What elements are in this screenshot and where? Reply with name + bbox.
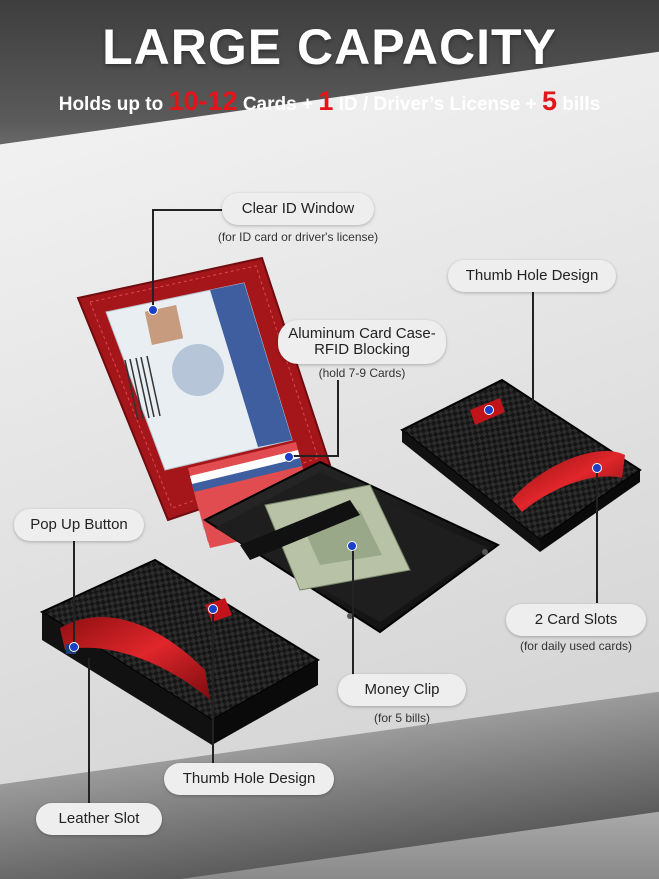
leader-aluminum-v	[337, 380, 339, 455]
callout-pop-up-button: Pop Up Button	[14, 509, 144, 541]
leader-money-clip-v	[352, 545, 354, 690]
note-money-clip: (for 5 bills)	[373, 711, 430, 725]
leader-thumb-top	[532, 290, 534, 410]
marker-money-clip	[347, 541, 357, 551]
subheadline: Holds up to 10-12 Cards + 1 ID / Driver’…	[58, 86, 601, 116]
note-aluminum: (hold 7-9 Cards)	[318, 366, 406, 380]
callout-aluminum-label: Aluminum Card Case- RFID Blocking	[288, 324, 436, 358]
leader-thumb-bottom	[212, 610, 214, 768]
leader-pop-up	[73, 540, 75, 645]
leader-leather	[88, 658, 90, 803]
leader-clear-id-h	[152, 209, 236, 211]
callout-leather-label: Leather Slot	[58, 809, 140, 827]
note-clear-id: (for ID card or driver's license)	[217, 230, 379, 244]
leader-aluminum-h	[290, 455, 339, 457]
leader-clear-id-v	[152, 209, 154, 309]
marker-card-slots	[592, 463, 602, 473]
note-card-slots: (for daily used cards)	[519, 639, 633, 653]
marker-thumb-top	[484, 405, 494, 415]
callout-clear-id-window: Clear ID Window	[222, 193, 374, 225]
callout-leather-slot: Leather Slot	[36, 803, 162, 835]
callout-clear-id-label: Clear ID Window	[241, 199, 355, 217]
callout-money-clip: Money Clip	[338, 674, 466, 706]
callout-thumb-hole-bottom: Thumb Hole Design	[164, 763, 334, 795]
callout-thumb-hole-top: Thumb Hole Design	[448, 260, 616, 292]
callout-card-slots: 2 Card Slots	[506, 604, 646, 636]
marker-clear-id	[148, 305, 158, 315]
callout-thumb-bottom-label: Thumb Hole Design	[182, 769, 316, 787]
callout-aluminum-case: Aluminum Card Case- RFID Blocking	[278, 320, 446, 364]
headline: LARGE CAPACITY	[102, 19, 557, 75]
open-wallet	[76, 256, 500, 634]
callout-money-clip-label: Money Clip	[364, 680, 440, 698]
callout-thumb-top-label: Thumb Hole Design	[465, 266, 599, 284]
marker-aluminum	[284, 452, 294, 462]
callout-card-slots-label: 2 Card Slots	[534, 610, 618, 628]
closed-wallet-right	[400, 378, 642, 552]
closed-wallet-left	[39, 558, 320, 745]
marker-pop-up	[69, 642, 79, 652]
marker-thumb-bottom	[208, 604, 218, 614]
callout-pop-up-label: Pop Up Button	[30, 515, 128, 533]
leader-card-slots	[596, 468, 598, 603]
